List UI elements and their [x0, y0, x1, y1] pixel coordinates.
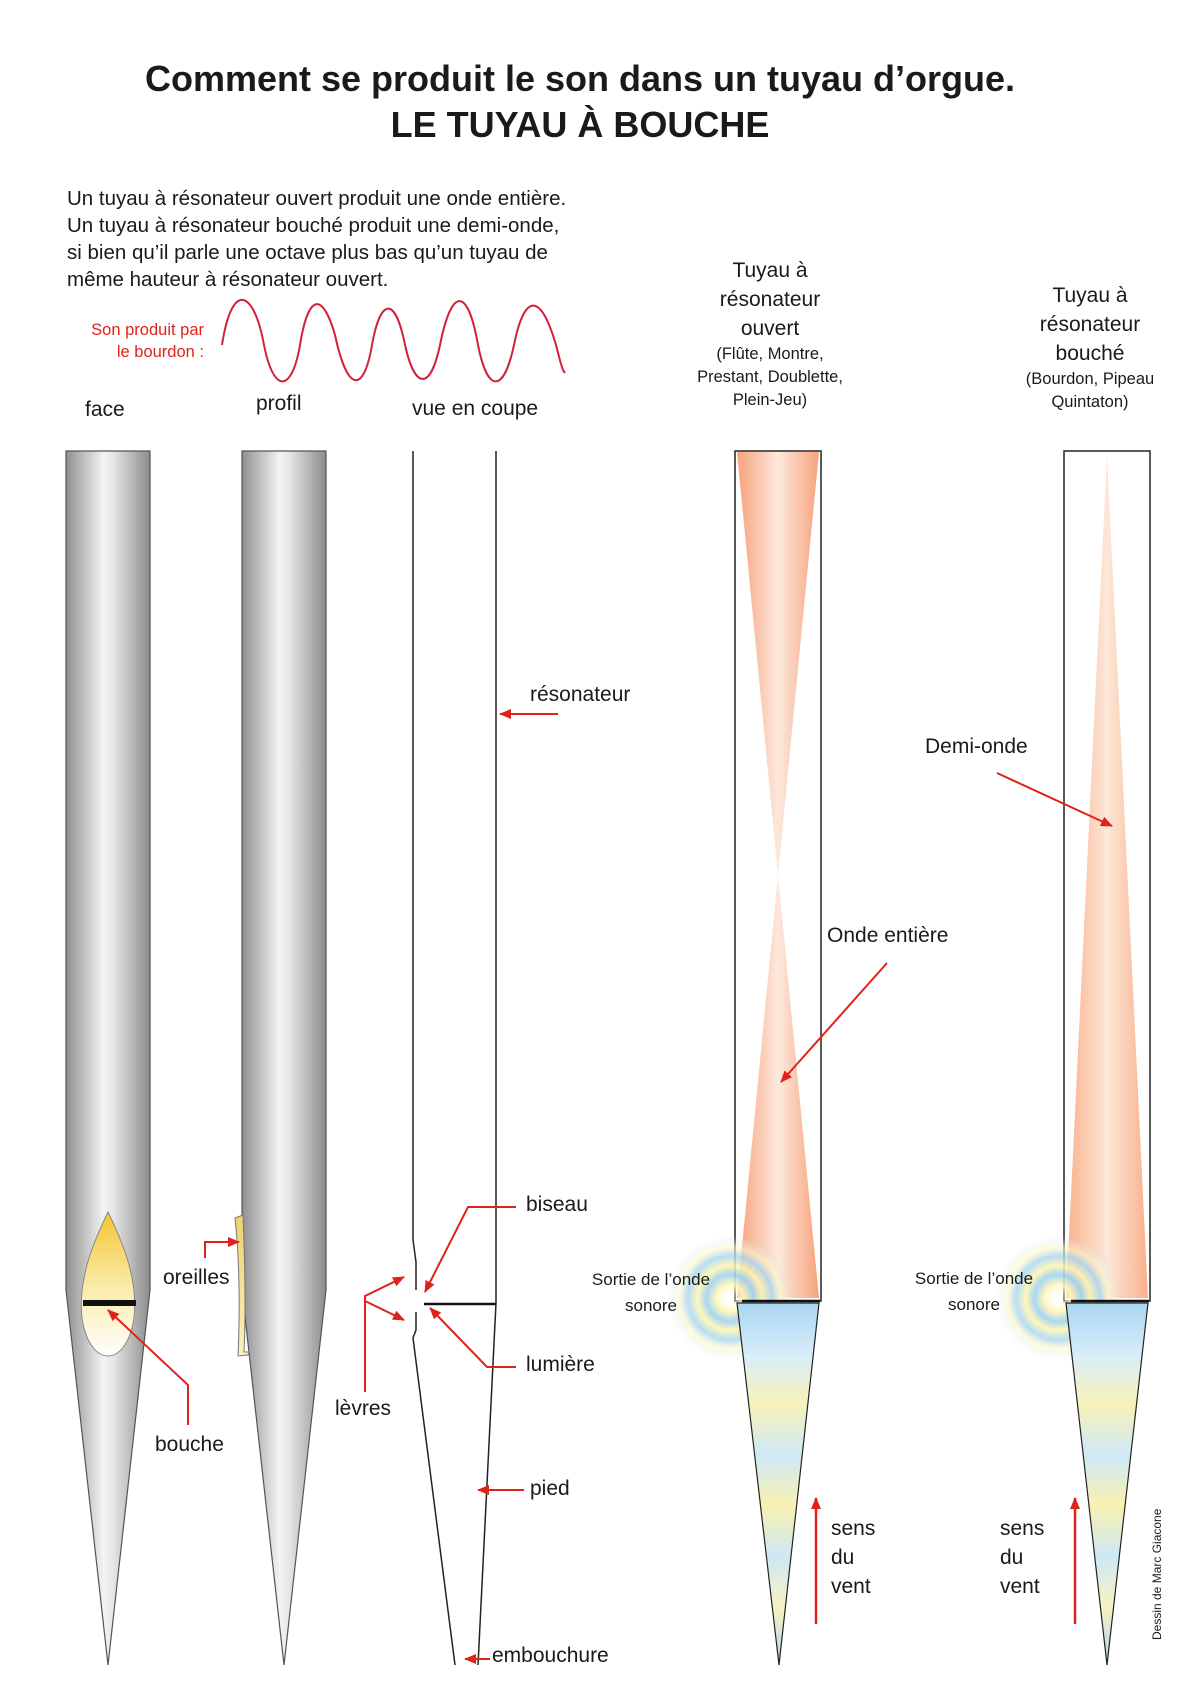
- arrow-bouche: [107, 1309, 189, 1425]
- view-label-profil: profil: [256, 392, 302, 415]
- exit-label-line: sonore: [625, 1296, 677, 1315]
- stopped-pipe-header-line: résonateur: [1039, 313, 1141, 336]
- page-title: Comment se produit le son dans un tuyau …: [144, 58, 1016, 99]
- view-label-face: face: [85, 398, 125, 421]
- credit-text: Dessin de Marc Giacone: [1150, 1508, 1164, 1640]
- label-bouche: bouche: [155, 1433, 224, 1456]
- wind-label-line: sens: [831, 1517, 876, 1540]
- open-pipe-foot: [736, 1302, 820, 1666]
- page-subtitle: LE TUYAU À BOUCHE: [390, 104, 770, 145]
- stopped-pipe: [996, 450, 1151, 1666]
- intro-line: si bien qu’il parle une octave plus bas …: [67, 241, 548, 264]
- mouth-bar: [83, 1300, 136, 1306]
- stopped-pipe-header: Tuyau à résonateur bouché (Bourdon, Pipe…: [990, 281, 1190, 414]
- wind-label-line: du: [1000, 1546, 1024, 1569]
- stopped-pipe-header-line: bouché: [1055, 342, 1125, 365]
- bourdon-label: Son produit par le bourdon :: [64, 319, 204, 363]
- arrows: [107, 709, 1113, 1664]
- stopped-pipe-half-wave: [1066, 455, 1148, 1298]
- exit-label-line: Sortie de l’onde: [591, 1270, 711, 1289]
- bourdon-label-line1: Son produit par: [91, 321, 204, 339]
- label-demi-onde: Demi-onde: [925, 735, 1028, 758]
- stopped-pipe-example-line: Quintaton): [1051, 393, 1129, 411]
- ear-shape: [234, 1214, 250, 1357]
- open-pipe-example-line: (Flûte, Montre,: [716, 345, 824, 363]
- stopped-pipe-header-line: Tuyau à: [1052, 284, 1128, 307]
- bourdon-wave: [221, 298, 566, 383]
- open-pipe-example-line: Plein-Jeu): [732, 391, 808, 409]
- stopped-pipe-example-line: (Bourdon, Pipeau: [1025, 370, 1155, 388]
- intro-line: Un tuyau à résonateur ouvert produit une…: [67, 187, 567, 210]
- bourdon-label-line2: le bourdon :: [116, 343, 204, 361]
- open-pipe-exit-label: Sortie de l’onde sonore: [566, 1267, 736, 1319]
- wind-label-line: vent: [1000, 1575, 1040, 1598]
- open-pipe-header-line: résonateur: [719, 288, 821, 311]
- label-biseau: biseau: [526, 1193, 588, 1216]
- arrow-levres-up: [364, 1276, 405, 1301]
- open-pipe-example-line: Prestant, Doublette,: [697, 368, 843, 386]
- open-pipe-wind-label: sens du vent: [831, 1514, 875, 1601]
- view-label-coupe: vue en coupe: [412, 397, 539, 420]
- label-levres: lèvres: [335, 1397, 392, 1420]
- exit-label-line: Sortie de l’onde: [914, 1269, 1034, 1288]
- stopped-pipe-wind-label: sens du vent: [1000, 1514, 1044, 1601]
- wind-label-line: sens: [1000, 1517, 1045, 1540]
- arrow-levres-down: [364, 1300, 405, 1321]
- open-pipe: [668, 450, 822, 1666]
- label-oreilles: oreilles: [163, 1266, 230, 1289]
- intro-text: Un tuyau à résonateur ouvert produit une…: [67, 185, 566, 293]
- open-pipe-wave-top: [737, 452, 819, 875]
- profile-pipe: [241, 450, 327, 1666]
- face-pipe: [65, 450, 151, 1666]
- arrow-lumiere: [429, 1307, 516, 1368]
- open-pipe-header-line: Tuyau à: [732, 259, 808, 282]
- arrow-biseau: [424, 1206, 516, 1293]
- label-resonateur: résonateur: [530, 683, 631, 706]
- intro-line: même hauteur à résonateur ouvert.: [67, 268, 389, 291]
- arrow-oreilles: [204, 1237, 240, 1258]
- arrow-onde-entiere: [780, 962, 888, 1083]
- wind-label-line: vent: [831, 1575, 871, 1598]
- open-pipe-wave-bottom: [737, 875, 819, 1298]
- mouth-flame: [80, 1210, 136, 1357]
- label-embouchure: embouchure: [492, 1644, 609, 1667]
- stopped-pipe-exit-label: Sortie de l’onde sonore: [889, 1266, 1059, 1318]
- wind-label-line: du: [831, 1546, 855, 1569]
- intro-line: Un tuyau à résonateur bouché produit une…: [67, 214, 560, 237]
- exit-label-line: sonore: [948, 1295, 1000, 1314]
- section-pipe: [412, 451, 497, 1666]
- label-pied: pied: [530, 1477, 570, 1500]
- open-pipe-header: Tuyau à résonateur ouvert (Flûte, Montre…: [670, 256, 870, 412]
- open-pipe-header-line: ouvert: [740, 317, 800, 340]
- arrow-demi-onde: [996, 772, 1113, 827]
- stopped-pipe-foot: [1065, 1302, 1149, 1666]
- label-lumiere: lumière: [526, 1353, 595, 1376]
- label-onde-entiere: Onde entière: [827, 924, 949, 947]
